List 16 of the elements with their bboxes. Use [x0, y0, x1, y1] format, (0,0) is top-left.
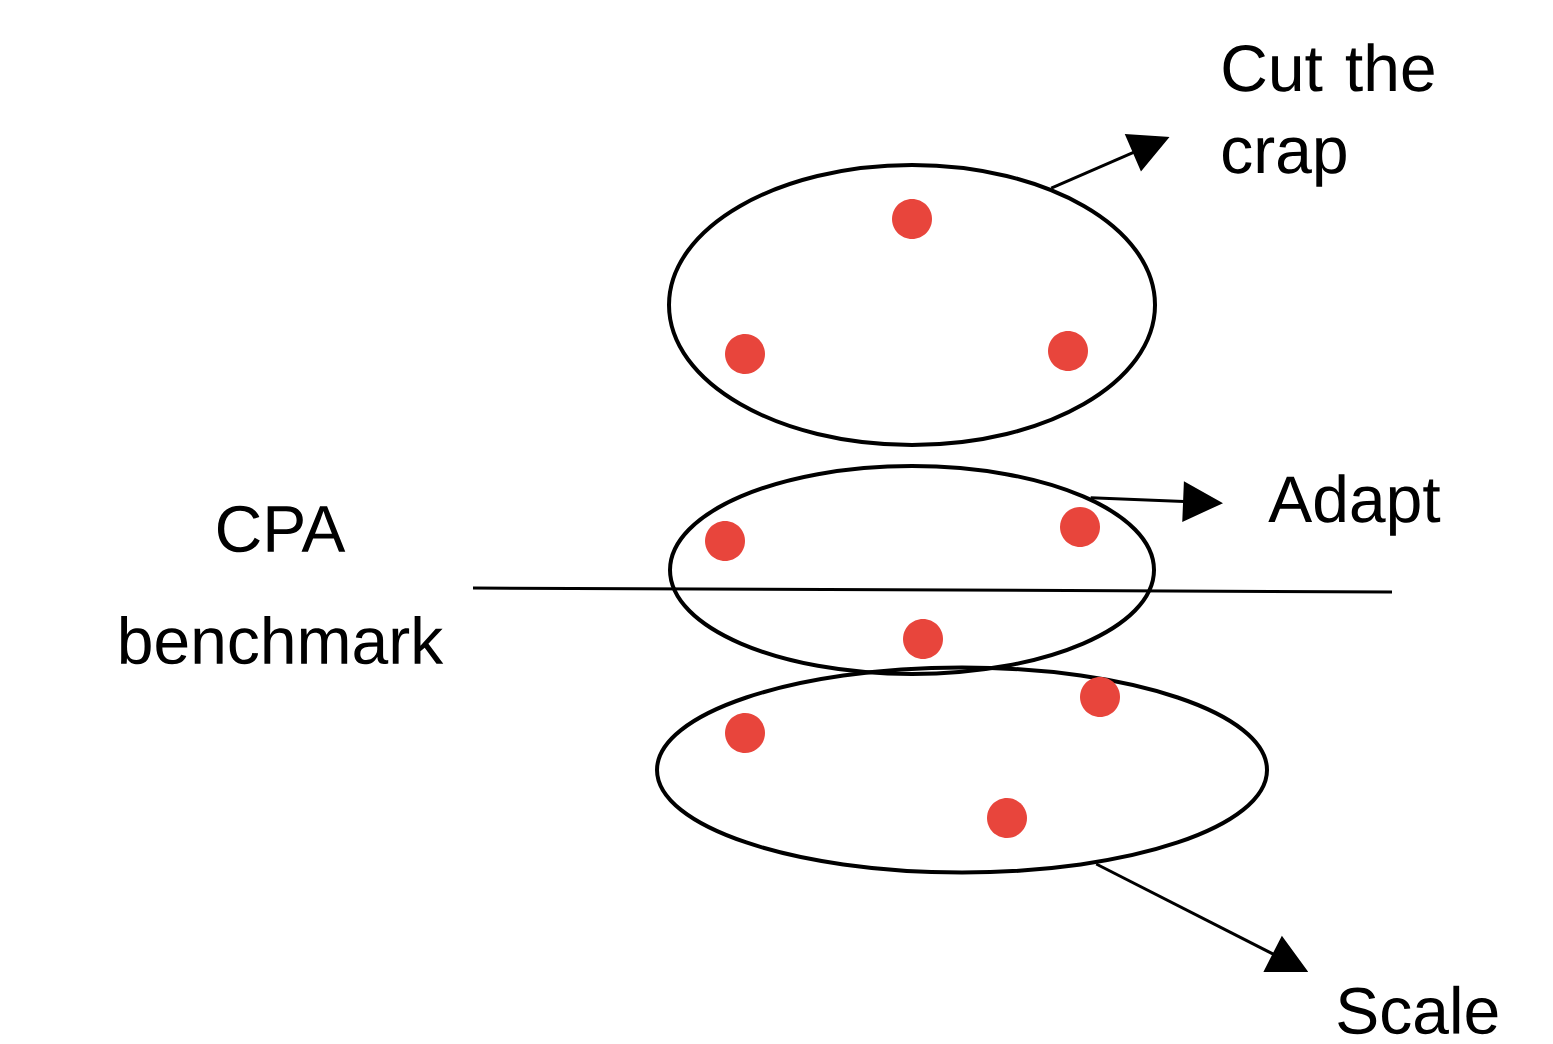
dot: [1048, 331, 1088, 371]
dot: [1080, 677, 1120, 717]
dot: [705, 521, 745, 561]
ellipse-outline: [667, 163, 1157, 447]
dot: [892, 199, 932, 239]
dot: [903, 619, 943, 659]
dot: [987, 798, 1027, 838]
dot: [725, 334, 765, 374]
ellipse-outline: [655, 665, 1269, 875]
text-label: Scale: [1338, 985, 1498, 1035]
ellipse-outline: [668, 464, 1156, 676]
dot: [1060, 507, 1100, 547]
dot: [725, 713, 765, 753]
text-label: Cut the crap: [1223, 43, 1434, 187]
text-label: Adapt: [1268, 474, 1441, 536]
benchmark-label: CPA benchmark: [121, 505, 444, 665]
